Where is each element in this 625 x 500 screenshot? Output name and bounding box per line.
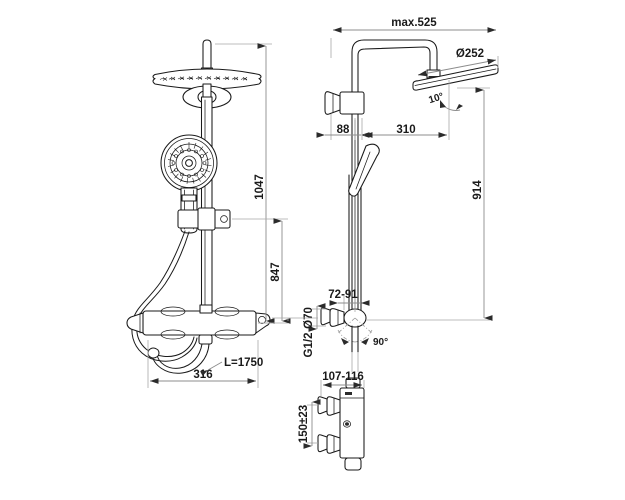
dimension-label-150-23: 150±23 — [298, 405, 310, 443]
dimension-label-107-116: 107-116 — [322, 371, 364, 383]
label-inlet-thread: G1/2 — [303, 333, 315, 358]
shower-hose-front — [131, 230, 198, 362]
side-riser-rail — [348, 117, 362, 321]
dimension-label-316: 316 — [193, 369, 212, 381]
dimension-rail-height-847: 847 — [232, 218, 291, 324]
mixer-detail-body — [339, 377, 365, 471]
dimension-label-72-91: 72-91 — [328, 289, 358, 301]
handshower-side — [348, 143, 380, 197]
dimension-label-1047: 1047 — [254, 174, 266, 200]
dimension-side-height-914: 914 — [366, 87, 493, 321]
dimension-label-head-diameter: Ø252 — [456, 48, 484, 60]
slider-bracket — [177, 207, 231, 231]
dimension-label-g12: G1/2 — [303, 333, 315, 358]
dimension-mixer-inlet-centres: 150±23 — [298, 399, 321, 449]
dimension-max-projection: max.525 — [330, 17, 499, 68]
front-riser-rail — [200, 96, 213, 313]
mixer-detail-inlet-upper — [317, 396, 341, 416]
thermostatic-mixer-detail-view: 107-116 150±23 — [298, 352, 365, 471]
dimension-label-914: 914 — [472, 180, 484, 200]
overhead-shower-head — [152, 68, 262, 90]
dimension-inlet-spacing-72-91: 72-91 — [328, 289, 370, 312]
front-elevation-view: 1047 847 316 L=1750 — [126, 39, 291, 388]
dimension-head-diameter: Ø252 — [417, 48, 497, 77]
handshower-nozzle-pattern — [167, 142, 212, 184]
side-riser-arm — [351, 39, 438, 119]
dimension-label-847: 847 — [270, 262, 282, 281]
dimension-label-88: 88 — [337, 124, 350, 136]
side-section-view: max.525 Ø252 10° 88 — [272, 17, 499, 358]
dimension-label-hose-length: L=1750 — [224, 357, 263, 369]
dimension-swivel-angle: 90° — [373, 337, 388, 348]
mixer-detail-inlet-lower — [317, 434, 341, 454]
dimension-hose-length: L=1750 — [200, 357, 263, 376]
side-inlet-union — [320, 307, 373, 345]
shower-head-nozzle-pattern — [159, 76, 248, 81]
dimension-label-310: 310 — [396, 124, 415, 136]
dimension-arm-reach-310: 310 — [361, 112, 450, 140]
dimension-label-max-525: max.525 — [391, 17, 437, 29]
dimension-label-swivel-angle: 90° — [373, 337, 388, 348]
dimension-head-angle: 10° — [427, 80, 463, 112]
dimension-mixer-depth-107-116: 107-116 — [320, 371, 365, 396]
dimension-arm-offset-88: 88 — [316, 114, 370, 140]
side-wall-bracket — [324, 91, 365, 115]
dimension-label-head-angle: 10° — [427, 91, 445, 106]
